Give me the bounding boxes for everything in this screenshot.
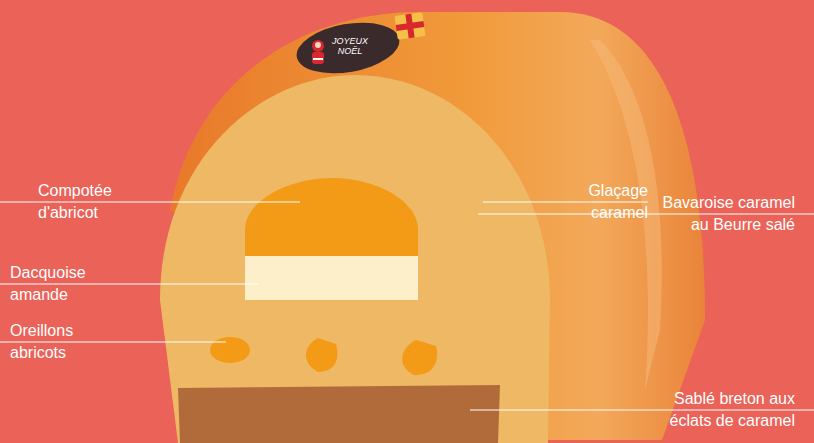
leader-line	[0, 201, 300, 202]
apricot-half	[402, 340, 437, 375]
compotee-insert	[245, 178, 418, 256]
chocolate-plaque	[293, 15, 404, 80]
apricot-half	[210, 337, 250, 363]
callout-label: Compotée d'abricot	[38, 180, 130, 224]
leader-line	[0, 283, 258, 284]
callout-label: Oreillons abricots	[10, 320, 98, 364]
gift-box	[394, 12, 425, 40]
leader-line	[470, 409, 814, 410]
callout-label: Sablé breton aux éclats de caramel	[643, 388, 795, 432]
bavaroise-face	[160, 75, 550, 443]
apricot-half	[306, 338, 337, 372]
callout-label: Glaçage caramel	[570, 180, 648, 224]
callout-label: Dacquoise amande	[10, 262, 98, 306]
santa-figure	[312, 40, 324, 64]
callout-label: Bavaroise caramel au Beurre salé	[643, 192, 795, 236]
leader-line	[483, 201, 648, 202]
sable-breton	[178, 385, 500, 443]
leader-lines	[0, 202, 814, 410]
plaque-text: JOYEUX NOËL	[327, 36, 373, 56]
leader-line	[0, 341, 226, 342]
dacquoise-layer	[245, 256, 418, 300]
